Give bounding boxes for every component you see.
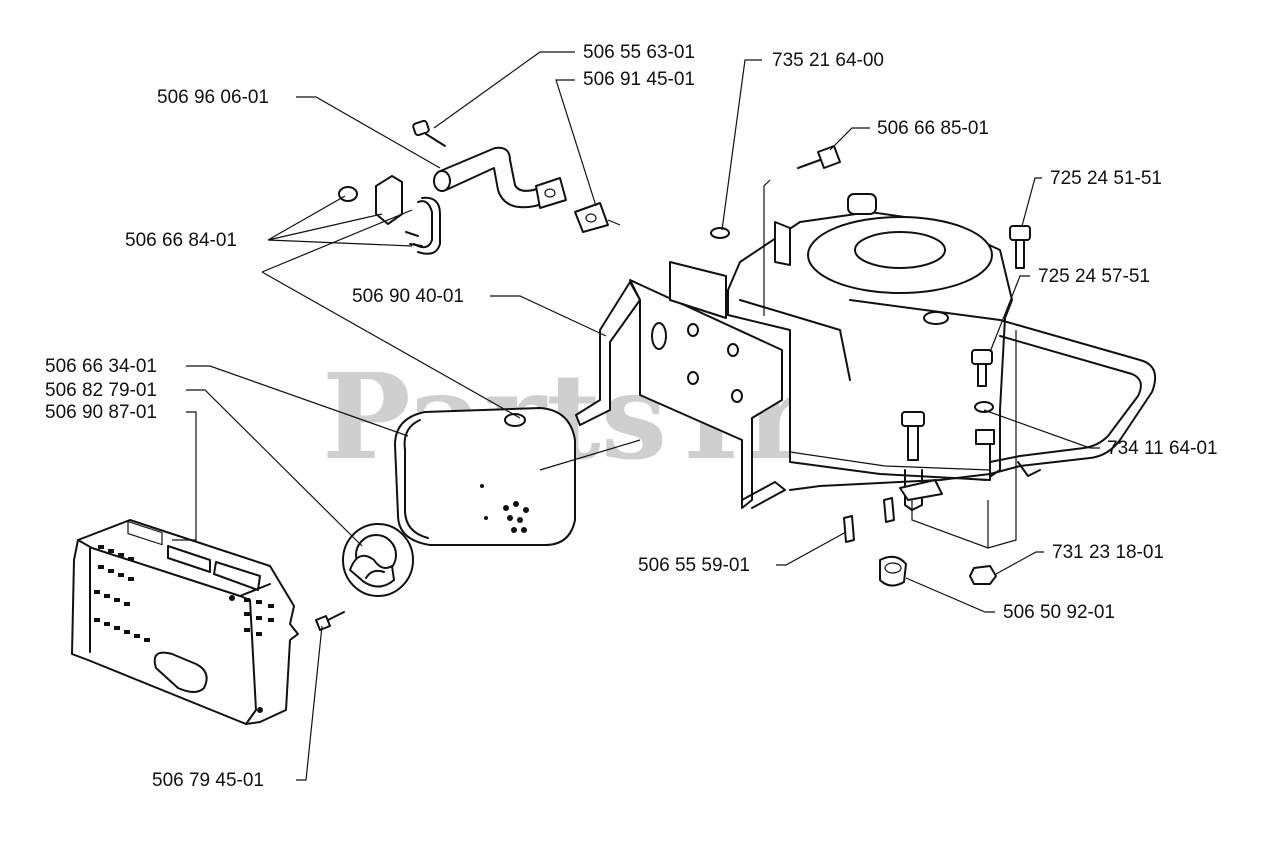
leader-lines [172, 51, 1100, 781]
deflector-drawing [342, 523, 414, 597]
label-506-79-45-01: 506 79 45-01 [152, 770, 264, 791]
hardware-drawing [315, 145, 1031, 631]
label-506-91-45-01: 506 91 45-01 [583, 69, 695, 90]
label-731-23-18-01: 731 23 18-01 [1052, 542, 1164, 563]
part-labels: 506 55 63-01 506 91 45-01 735 21 64-00 5… [45, 42, 1218, 791]
muffler-drawing [394, 407, 576, 546]
label-725-24-51-51: 725 24 51-51 [1050, 168, 1162, 189]
label-506-50-92-01: 506 50 92-01 [1003, 602, 1115, 623]
label-725-24-57-51: 725 24 57-51 [1038, 266, 1150, 287]
label-506-66-34-01: 506 66 34-01 [45, 356, 157, 377]
label-506-66-85-01: 506 66 85-01 [877, 118, 989, 139]
engine-drawing [727, 193, 1013, 511]
label-506-55-63-01: 506 55 63-01 [583, 42, 695, 63]
muffler-bracket-drawing [575, 221, 791, 509]
exhaust-pipe-drawing [338, 119, 621, 255]
label-506-55-59-01: 506 55 59-01 [638, 555, 750, 576]
label-506-96-06-01: 506 96 06-01 [157, 87, 269, 108]
label-506-90-87-01: 506 90 87-01 [45, 402, 157, 423]
muffler-cover-drawing [71, 519, 299, 725]
label-506-82-79-01: 506 82 79-01 [45, 380, 157, 401]
label-735-21-64-00: 735 21 64-00 [772, 50, 884, 71]
label-506-66-84-01: 506 66 84-01 [125, 230, 237, 251]
label-506-90-40-01: 506 90 40-01 [352, 286, 464, 307]
label-734-11-64-01: 734 11 64-01 [1107, 438, 1218, 459]
